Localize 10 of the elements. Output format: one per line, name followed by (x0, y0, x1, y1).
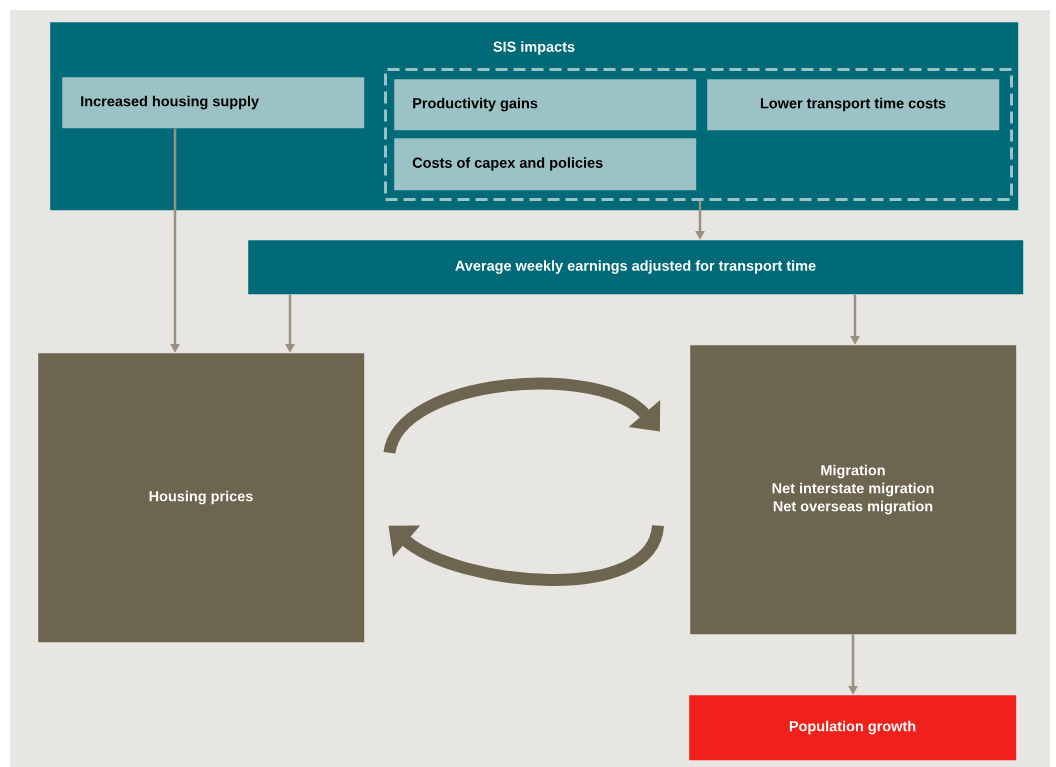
dashed-group (384, 68, 1013, 201)
process-box: Migration Net interstate migration Net overseas migration (690, 345, 1017, 635)
outcome-box: Population growth (689, 695, 1017, 761)
process-box: Housing prices (38, 353, 365, 643)
factor-box: Productivity gains (394, 79, 697, 131)
factor-box: Costs of capex and policies (394, 138, 697, 191)
factor-box: Lower transport time costs (707, 79, 1000, 131)
arrow (383, 377, 661, 455)
factor-box: Increased housing supply (62, 77, 365, 129)
process-box: Average weekly earnings adjusted for transport time (248, 240, 1024, 295)
